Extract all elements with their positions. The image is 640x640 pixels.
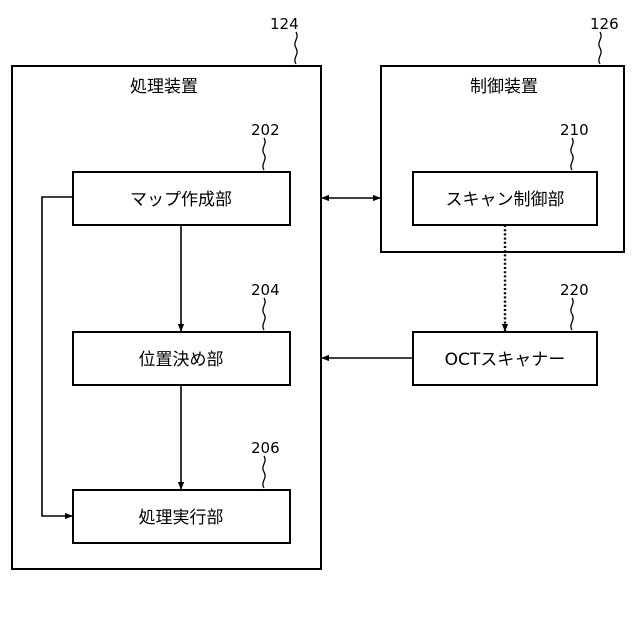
oct-scanner-ref: 220	[560, 281, 589, 330]
ref-leader-220	[571, 298, 573, 330]
ref-leader-124	[295, 32, 297, 64]
positioning-unit-label: 位置決め部	[139, 350, 224, 370]
ref-number-204: 204	[251, 281, 280, 299]
ref-number-206: 206	[251, 439, 280, 457]
map-creation-unit-label: マップ作成部	[130, 190, 232, 210]
ref-number-126: 126	[590, 15, 619, 33]
control-device-ref: 126	[590, 15, 619, 64]
ref-leader-126	[599, 32, 601, 64]
scan-control-unit-label: スキャン制御部	[446, 190, 565, 210]
map-creation-unit-box: マップ作成部	[73, 172, 290, 225]
ref-number-220: 220	[560, 281, 589, 299]
scan-control-unit-box: スキャン制御部	[413, 172, 597, 225]
ref-number-202: 202	[251, 121, 280, 139]
oct-scanner-label: OCTスキャナー	[445, 350, 566, 370]
control-device-label: 制御装置	[470, 77, 538, 97]
ref-number-210: 210	[560, 121, 589, 139]
positioning-unit-box: 位置決め部	[73, 332, 290, 385]
processing-device-label: 処理装置	[130, 77, 198, 97]
oct-scanner-box: OCTスキャナー	[413, 332, 597, 385]
ref-number-124: 124	[270, 15, 299, 33]
processing-device-ref: 124	[270, 15, 299, 64]
processing-execution-unit-label: 処理実行部	[139, 508, 224, 528]
processing-execution-unit-box: 処理実行部	[73, 490, 290, 543]
